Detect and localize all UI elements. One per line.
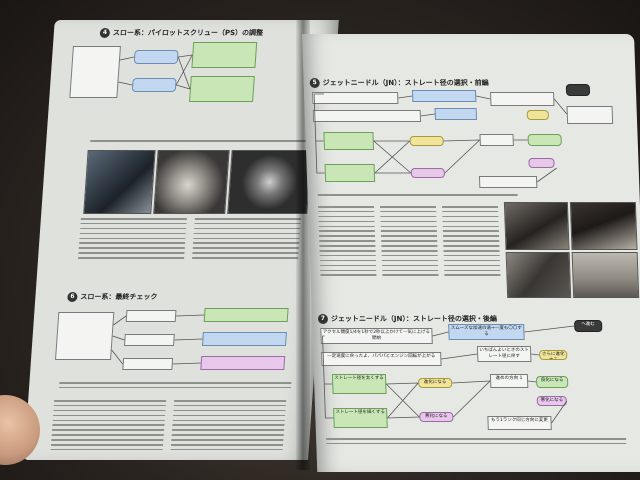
section-5-heading: 5 ジェットニードル（JN）：ストレート径の選択・前編 [309,78,489,88]
section-6-heading: 6 スロー系：最終チェック [67,292,158,302]
needle-install-photo [505,252,572,298]
jn-box-thin [324,164,376,182]
jn-box-change [527,134,562,146]
jn-box-thick [323,132,375,150]
needle-photo [569,202,638,250]
right-page: 5 ジェットニードル（JN）：ストレート径の選択・前編 [302,34,640,472]
jn2-badge-a: さらに進化する [539,350,568,360]
needle-parts-photo [571,252,640,298]
section-5-number: 5 [309,78,320,88]
section-4-heading: 4 スロー系：パイロットスクリュー（PS）の調整 [99,28,264,38]
jn2-next-button: へ進む [573,320,603,332]
section-4-title: スロー系：パイロットスクリュー（PS）の調整 [112,29,264,37]
body-text-col-3 [50,400,167,454]
jn2-dir-box: 進めの方向 1 [489,374,529,388]
check-result-blue [201,332,287,346]
jn-box-blue-1 [411,90,477,102]
jn-box-dir [479,134,514,146]
ps-box-green [191,42,258,68]
jn2-footnote [326,438,627,448]
section-7-title: ジェットニードル（JN）：ストレート径の選択・後編 [330,315,498,323]
jn-badge-worse [410,168,446,178]
jn-badge-yellow [526,110,550,120]
jn-caption-line [317,194,518,199]
check-step-1 [125,310,177,322]
check-result-green [203,308,289,322]
section-7-heading: 7 ジェットニードル（JN）：ストレート径の選択・後編 [317,314,498,324]
check-step-2 [123,334,175,346]
section-7-number: 7 [317,314,329,324]
photo-caption-line [90,140,311,145]
section-6-number: 6 [67,292,78,302]
check-step-3 [122,358,174,370]
jn-box-blue-2 [434,108,478,120]
jn2-taper-box: スムーズな加速の道→一度も〇〇する [448,324,525,340]
jn-badge-better [409,136,444,146]
carburetor-photo [83,150,156,214]
body-text-col-1 [78,218,187,262]
note-text [59,382,292,392]
jn2-badge-f2: 悪化になる [536,396,567,406]
body-text-col-4 [170,400,287,454]
section-5-title: ジェットニードル（JN）：ストレート径の選択・前編 [322,79,489,87]
ps-start-box [69,46,121,98]
carb-closeup-photo [503,202,570,250]
jn-text-col-3 [442,206,501,279]
jn2-badge-b: 進化になる [418,378,453,388]
ps-box-down [131,78,177,92]
check-result-purple [200,356,286,370]
jn2-rank-box: もう1ランク同じ方向に変更 [487,416,552,430]
check-start-box [54,312,115,360]
jn-box-best [566,106,614,124]
jn2-check-box: いちばんよいときのストレート径に戻す [476,346,532,362]
ps-box-up [133,50,179,64]
pilot-port-photo [153,150,230,214]
jn2-thin-box: ストレート径を細くする [333,408,388,428]
jn-next-button [565,84,591,96]
jn2-badge-f: 悪化になる [419,412,454,422]
jn-badge-purple [528,158,555,168]
section-6-title: スロー系：最終チェック [80,293,158,301]
ps-box-green-2 [189,76,255,102]
left-page: 4 スロー系：パイロットスクリュー（PS）の調整 6 スロー系：最終チェック [24,20,339,460]
jn-text-col-2 [380,206,439,279]
body-text-col-2 [192,218,301,262]
jn-text-col-1 [318,206,377,279]
jn2-badge-d: 良化になる [535,376,569,388]
section-4-number: 4 [99,28,111,38]
jn2-start-box: アクセル開度1/4を1秒で2秒以上かけて一気に上げる開始 [320,328,433,344]
jn-ok-box [312,110,422,122]
jn-start-box [312,92,399,104]
jn-box-check [490,92,555,106]
jn2-thick-box: ストレート径を太くする [331,374,387,394]
jn-box-rank [478,176,538,188]
jn2-ok-box: 一定速度に戻ったよ、パパパとエンジン回転が上がる [321,352,442,366]
